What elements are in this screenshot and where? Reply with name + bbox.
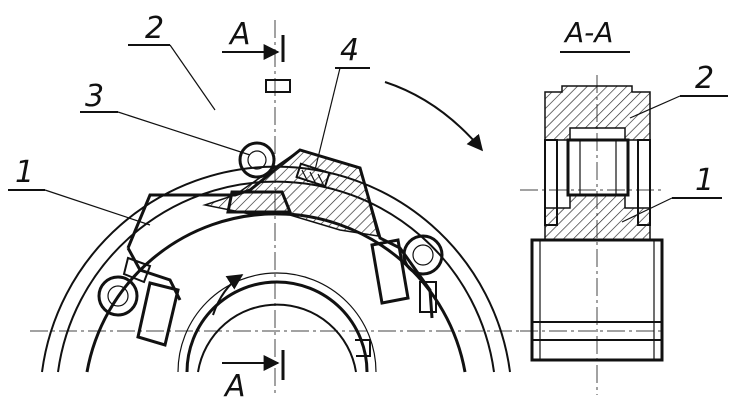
- roller-right: [402, 234, 444, 276]
- section-title: A-A: [563, 16, 613, 49]
- bore-keyway: [355, 339, 371, 357]
- leader-4: [314, 67, 341, 171]
- cut-mark-top: A: [228, 17, 251, 52]
- cutaway-section: [202, 149, 380, 237]
- spring-coil-1: [301, 169, 309, 183]
- section-roller: [566, 138, 630, 197]
- label-part-3: 3: [85, 79, 104, 114]
- leader-3: [117, 111, 251, 156]
- label-part-1: 1: [15, 155, 34, 190]
- pusher-right: [370, 238, 410, 305]
- outer-ring-key: [265, 79, 291, 93]
- section-label-part-1: 1: [695, 163, 714, 198]
- spring-coil-2: [309, 171, 317, 185]
- outer-rotation-arrow: [384, 81, 484, 152]
- inner-bore-inner: [197, 303, 357, 373]
- inner-rotation-arrow: [212, 274, 244, 316]
- roller-right-inner: [412, 244, 434, 266]
- section-leader-1: [621, 197, 673, 223]
- roller-3-inner: [247, 150, 267, 170]
- section-hub: [530, 238, 664, 362]
- leader-2: [169, 44, 216, 111]
- spring-coil-3: [317, 173, 325, 187]
- spring-left: [122, 256, 152, 284]
- section-label-part-2: 2: [695, 61, 714, 96]
- roller-left-inner: [107, 285, 129, 307]
- section-view: A-A 2 1: [520, 16, 728, 395]
- pusher-left: [136, 281, 180, 347]
- roller-left: [97, 275, 139, 317]
- roller-3: [238, 141, 276, 179]
- cut-mark-bottom: A: [223, 369, 246, 404]
- section-outer-ring: [544, 85, 651, 141]
- main-view: 2 3 4 1 A A: [8, 11, 525, 404]
- spring-right: [419, 281, 437, 313]
- leader-1: [44, 189, 151, 226]
- section-inner-ring: [544, 194, 651, 241]
- label-part-2: 2: [145, 11, 164, 46]
- inner-bore-outer: [185, 280, 369, 373]
- inner-bore-step: [177, 272, 377, 373]
- label-part-4: 4: [340, 33, 359, 68]
- section-leader-2: [629, 95, 681, 119]
- pusher-top: [226, 190, 293, 214]
